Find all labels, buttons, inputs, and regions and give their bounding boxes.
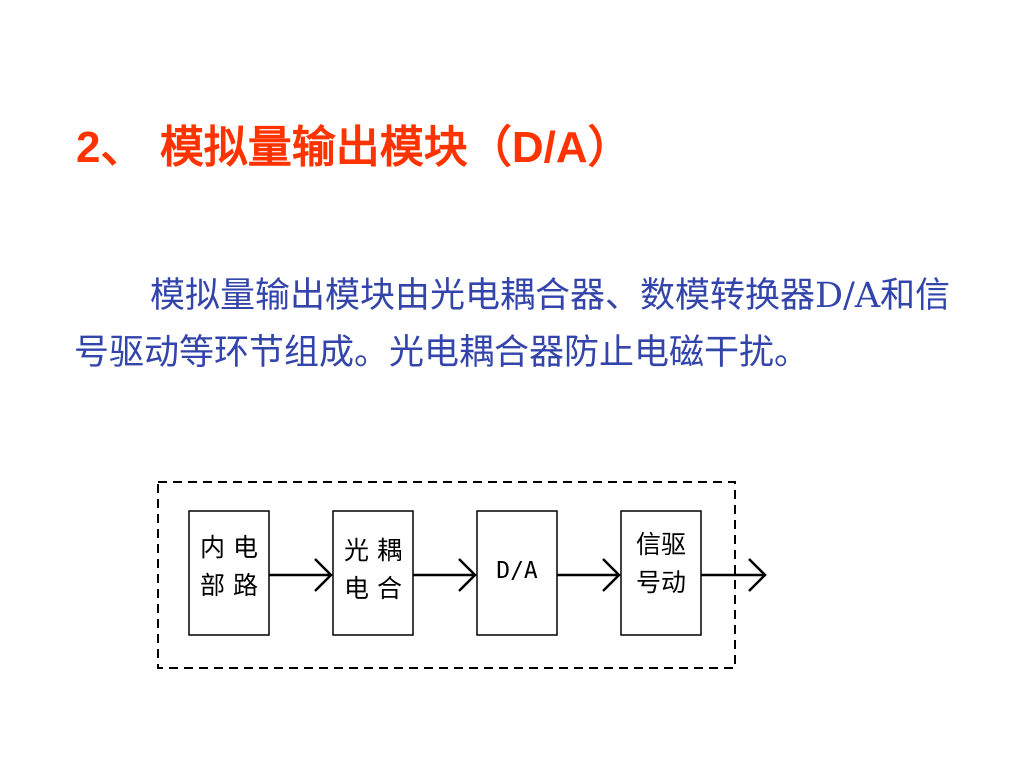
title-close: ） <box>587 122 632 173</box>
slide-title: 2、 模拟量输出模块（D/A） <box>76 112 632 184</box>
arrow-driver-to-output <box>701 558 767 592</box>
block-internal-circuit-box <box>188 510 270 636</box>
arrow-2-head <box>458 558 477 592</box>
block-optocoupler-line-2: 电 合 <box>344 574 402 603</box>
arrow-dac-to-driver <box>557 558 621 592</box>
block-internal-circuit-line-1: 内 电 <box>200 533 258 562</box>
arrow-internal-to-optocoupler <box>269 558 333 592</box>
block-internal-circuit: 内 电 部 路 <box>188 510 270 636</box>
arrow-optocoupler-to-dac <box>413 558 477 592</box>
block-optocoupler: 光 耦 电 合 <box>332 510 414 636</box>
block-internal-circuit-line-2: 部 路 <box>200 571 258 600</box>
block-signal-driver-line-2: 号动 <box>636 568 686 597</box>
title-number: 2、 <box>76 123 145 172</box>
block-dac-box <box>476 510 558 636</box>
body-paragraph: 模拟量输出模块由光电耦合器、数模转换器D/A和信号驱动等环节组成。光电耦合器防止… <box>74 276 951 373</box>
module-boundary <box>157 481 736 669</box>
block-dac-line-1: D/A <box>496 558 538 584</box>
arrow-1-head <box>314 558 333 592</box>
arrow-3-head <box>602 558 621 592</box>
block-signal-driver: 信驱 号动 <box>620 510 702 636</box>
block-dac: D/A <box>476 510 558 636</box>
title-text: 模拟量输出模块（ <box>159 122 512 173</box>
block-optocoupler-line-1: 光 耦 <box>344 536 402 565</box>
arrow-4-head <box>748 558 767 592</box>
block-optocoupler-box <box>332 510 414 636</box>
title-latin: D/A <box>511 123 588 172</box>
block-signal-driver-line-1: 信驱 <box>636 530 686 559</box>
block-signal-driver-box <box>620 510 702 636</box>
